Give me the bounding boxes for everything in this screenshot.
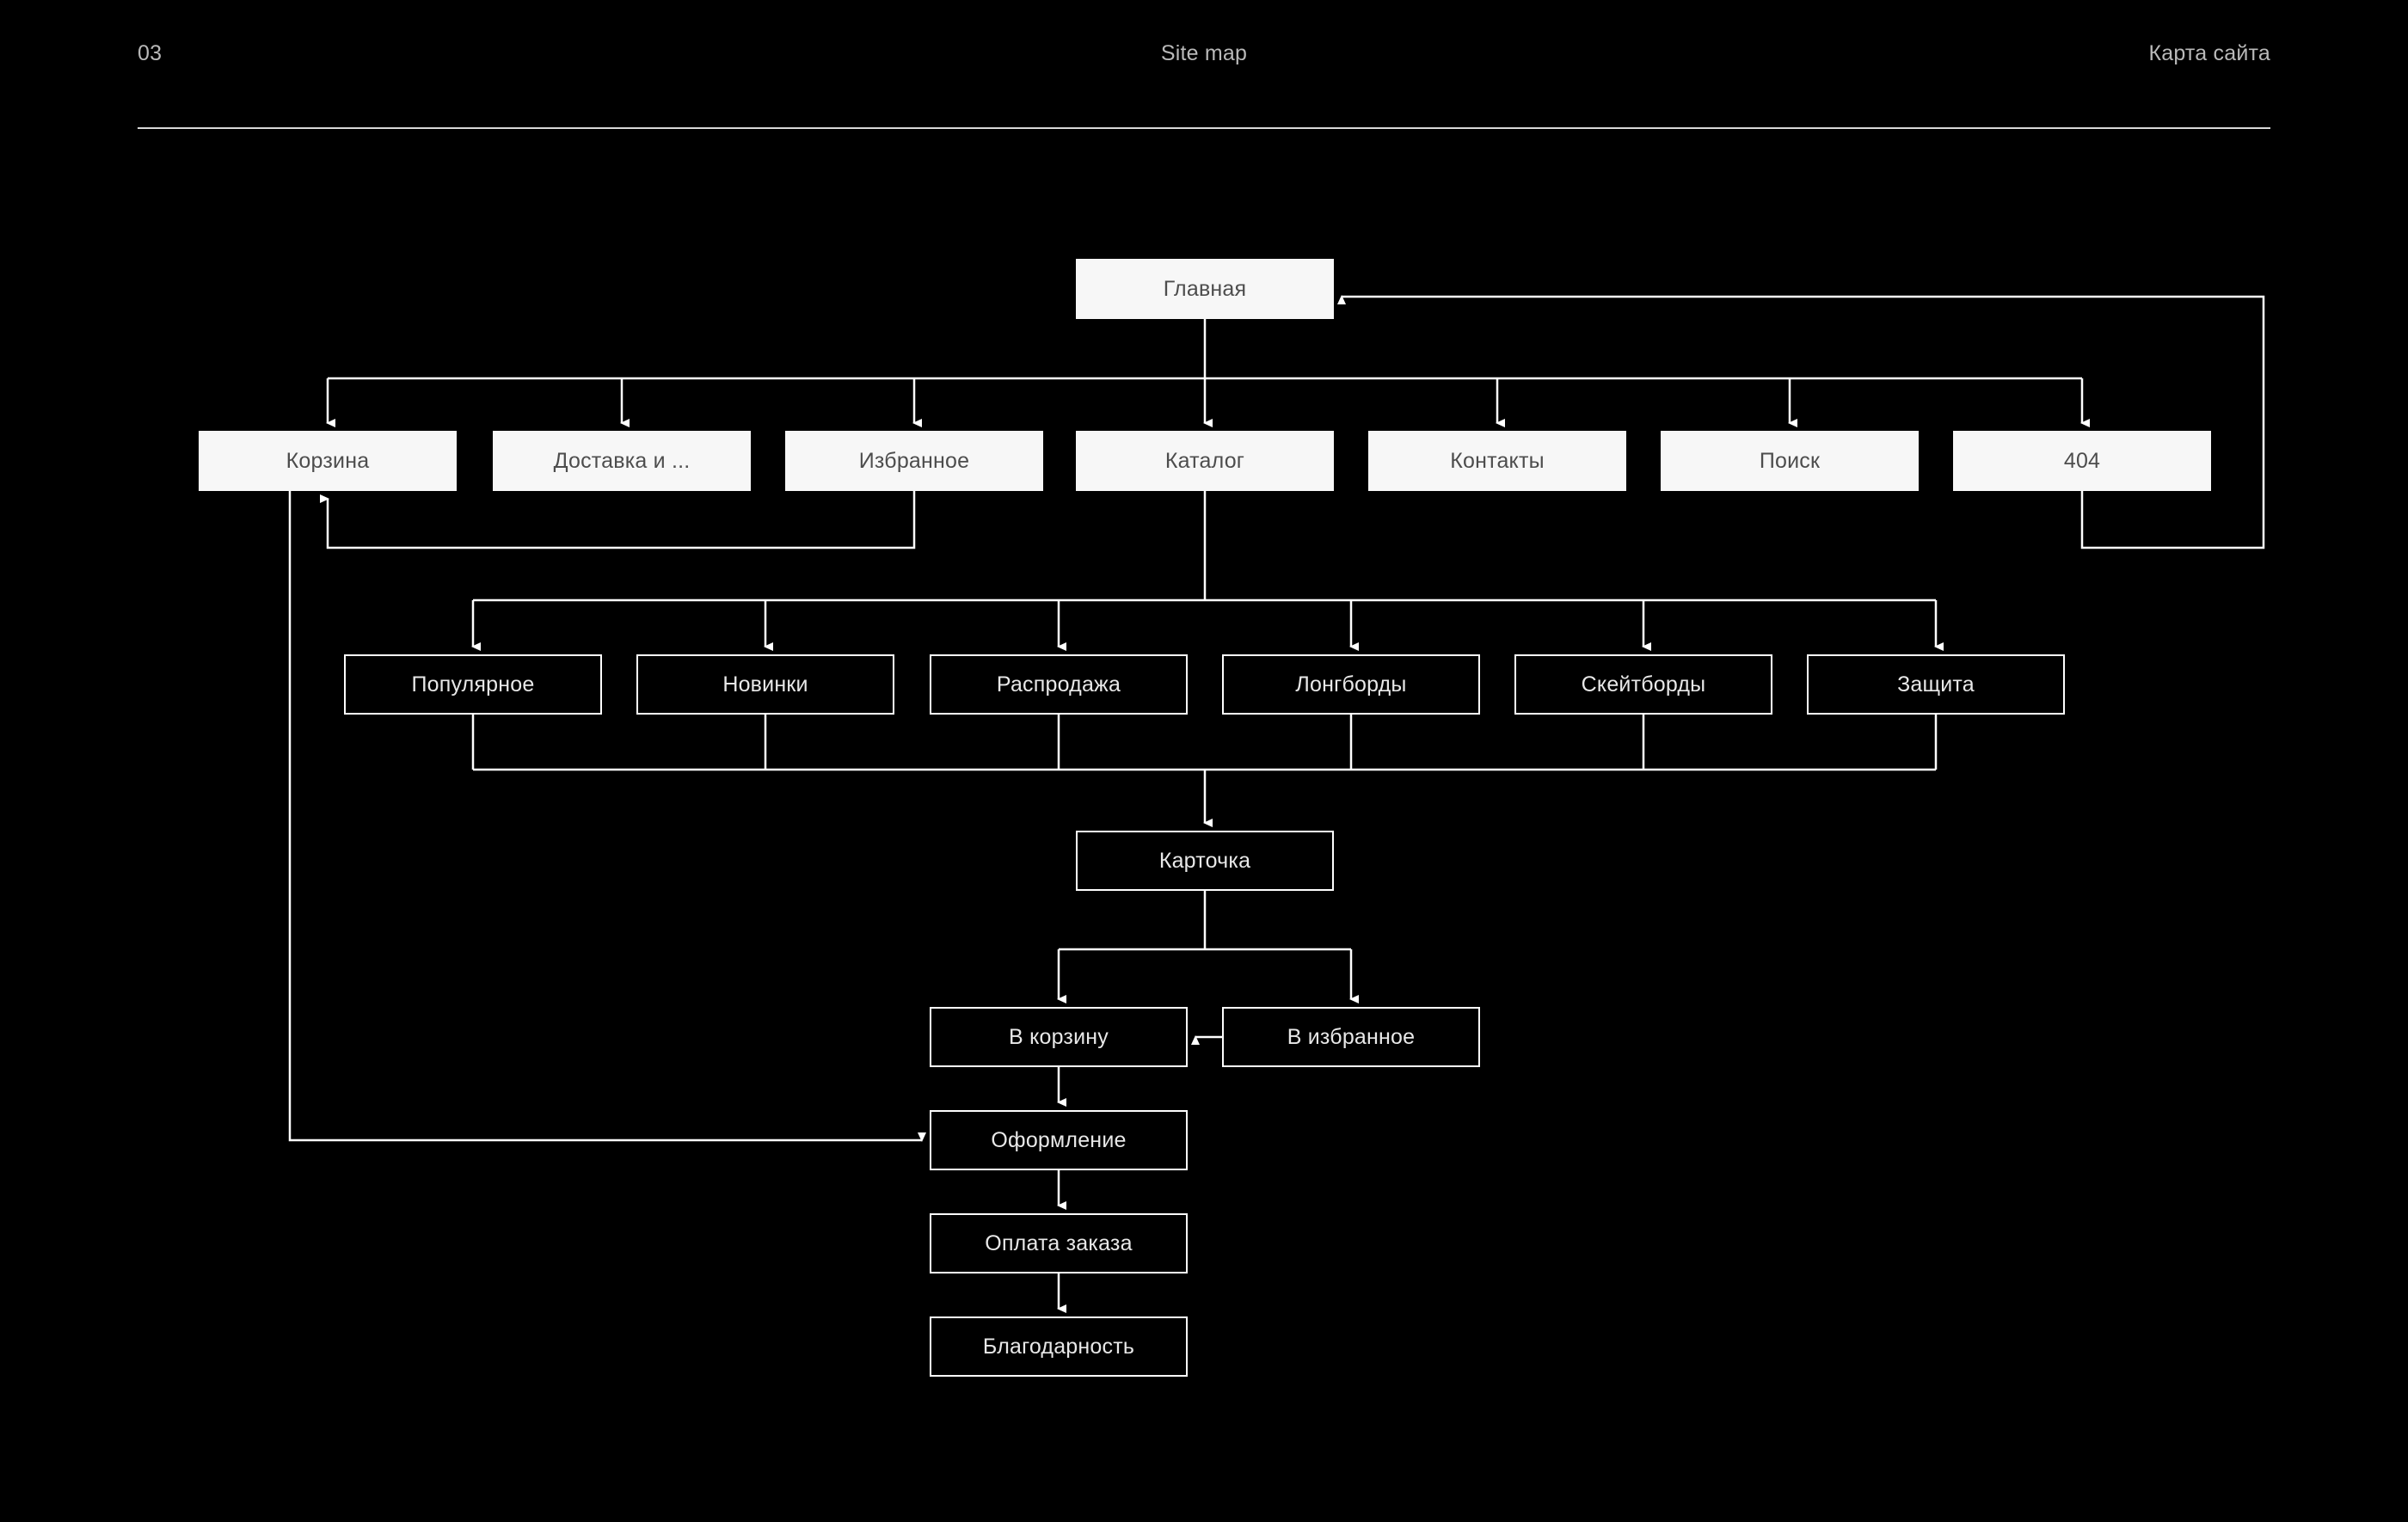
- node-label: В корзину: [1009, 1024, 1109, 1049]
- node-favorites[interactable]: Избранное: [785, 431, 1043, 491]
- node-thanks[interactable]: Благодарность: [930, 1316, 1188, 1377]
- node-to-fav[interactable]: В избранное: [1222, 1007, 1480, 1067]
- node-cart[interactable]: Корзина: [199, 431, 457, 491]
- node-label: Главная: [1163, 276, 1247, 301]
- node-skateboards[interactable]: Скейтборды: [1514, 654, 1772, 715]
- node-label: Благодарность: [982, 1334, 1135, 1359]
- node-home[interactable]: Главная: [1076, 259, 1334, 319]
- node-label: Оплата заказа: [985, 1230, 1133, 1255]
- node-longboards[interactable]: Лонгборды: [1222, 654, 1480, 715]
- node-card[interactable]: Карточка: [1076, 831, 1334, 891]
- node-label: 404: [2063, 448, 2101, 473]
- node-contacts[interactable]: Контакты: [1368, 431, 1626, 491]
- node-label: Новинки: [722, 672, 808, 697]
- node-payment[interactable]: Оплата заказа: [930, 1213, 1188, 1273]
- page-number: 03: [138, 41, 163, 65]
- node-label: Каталог: [1164, 448, 1245, 473]
- node-catalog[interactable]: Каталог: [1076, 431, 1334, 491]
- node-to-cart[interactable]: В корзину: [930, 1007, 1188, 1067]
- node-label: Контакты: [1450, 448, 1545, 473]
- node-checkout[interactable]: Оформление: [930, 1110, 1188, 1170]
- page-header: 03 Site map Карта сайта: [138, 40, 2270, 88]
- node-protection[interactable]: Защита: [1807, 654, 2065, 715]
- page-subtitle: Карта сайта: [2148, 41, 2270, 65]
- node-label: Защита: [1897, 672, 1975, 697]
- node-label: Оформление: [991, 1127, 1127, 1152]
- node-delivery[interactable]: Доставка и ...: [493, 431, 751, 491]
- node-label: Избранное: [858, 448, 970, 473]
- header-divider: [138, 127, 2270, 129]
- node-label: Карточка: [1158, 848, 1251, 873]
- node-label: Скейтборды: [1581, 672, 1706, 697]
- node-search[interactable]: Поиск: [1661, 431, 1919, 491]
- node-label: Корзина: [286, 448, 370, 473]
- node-label: В избранное: [1287, 1024, 1416, 1049]
- page-title: Site map: [1160, 41, 1248, 65]
- node-label: Распродажа: [996, 672, 1121, 697]
- node-notfound[interactable]: 404: [1953, 431, 2211, 491]
- node-label: Лонгборды: [1295, 672, 1407, 697]
- node-sale[interactable]: Распродажа: [930, 654, 1188, 715]
- node-label: Доставка и ...: [553, 448, 691, 473]
- node-label: Популярное: [411, 672, 535, 697]
- node-label: Поиск: [1759, 448, 1821, 473]
- node-popular[interactable]: Популярное: [344, 654, 602, 715]
- node-new[interactable]: Новинки: [636, 654, 894, 715]
